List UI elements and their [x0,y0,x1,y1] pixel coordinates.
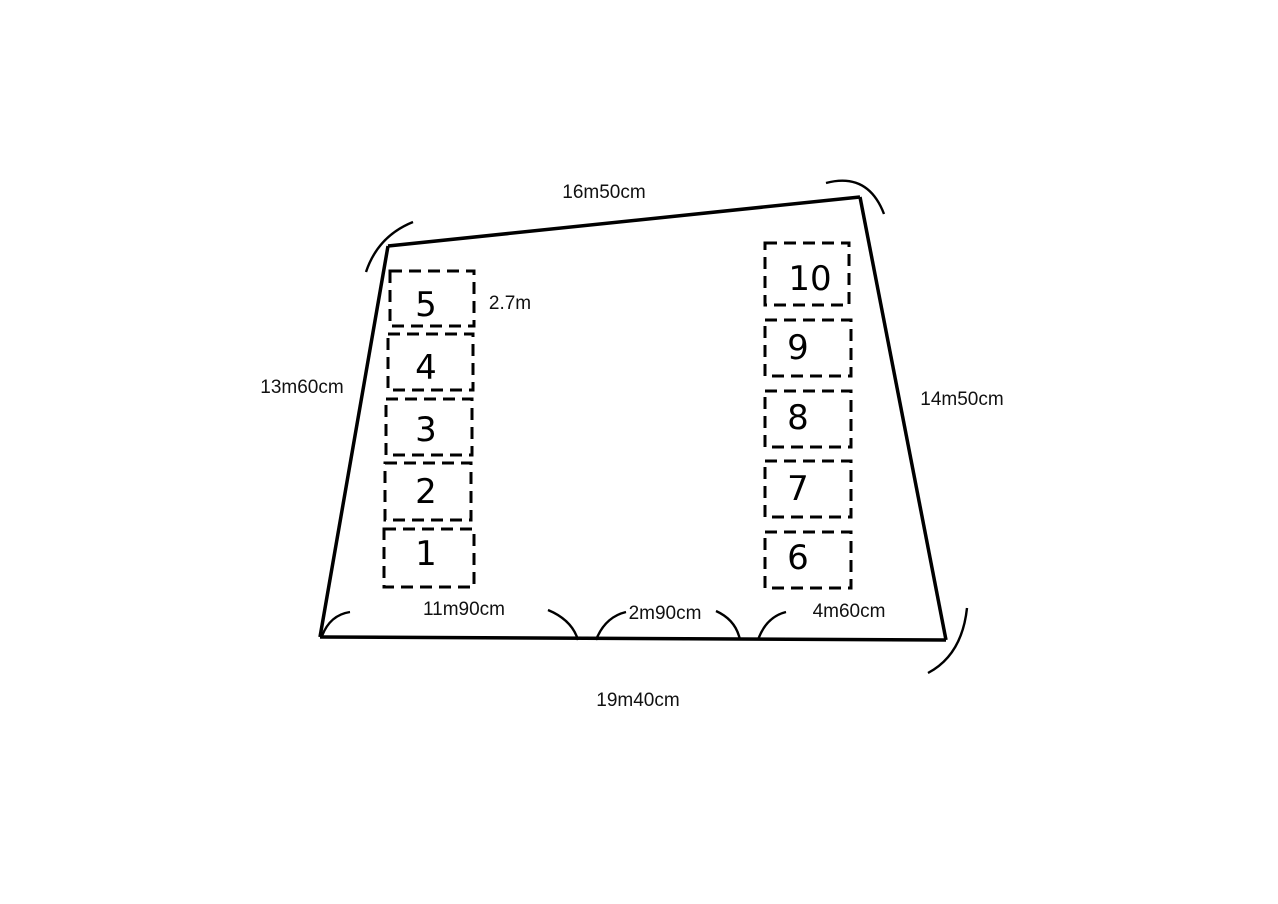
parking-space-7 [763,459,853,519]
dim-right: 14m50cm [920,389,1003,410]
parking-space-3 [384,397,474,457]
parking-space-8 [763,389,853,449]
space-label-4: 4 [415,348,437,388]
space-label-8: 8 [787,398,809,438]
boundary-left [318,245,390,638]
parking-space-4 [386,332,475,392]
boundary-bottom [319,635,947,642]
corner-arc-bottom-left [320,610,351,637]
boundary-right [858,196,948,641]
dim-bottom-total: 19m40cm [596,690,679,711]
dim-bottom-middle: 2m90cm [629,603,702,624]
parking-space-5 [388,269,476,328]
space-label-3: 3 [415,410,437,450]
parking-space-6 [763,530,853,590]
division-arc-4 [756,610,787,641]
dim-bottom-left: 11m90cm [423,599,505,620]
parking-space-9 [763,318,853,378]
boundary-top [387,195,861,248]
space-label-2: 2 [415,472,437,512]
parking-space-2 [383,461,473,522]
dim-left: 13m60cm [260,377,343,398]
space-label-9: 9 [787,328,809,368]
dim-space-width: 2.7m [489,293,531,314]
division-arc-2 [594,610,627,641]
corner-arc-bottom-right [927,607,969,675]
dim-top: 16m50cm [562,182,645,203]
division-arc-1 [547,608,580,641]
dim-bottom-right: 4m60cm [813,601,886,622]
space-label-5: 5 [415,285,437,325]
division-arc-3 [715,609,742,641]
parking-space-1 [382,527,476,589]
space-label-10: 10 [788,259,831,299]
space-label-6: 6 [787,538,809,578]
parking-space-10 [763,241,851,307]
corner-arc-top-left [364,220,414,273]
corner-arc-top-right [825,179,886,215]
space-label-1: 1 [415,534,437,574]
space-label-7: 7 [787,469,809,509]
